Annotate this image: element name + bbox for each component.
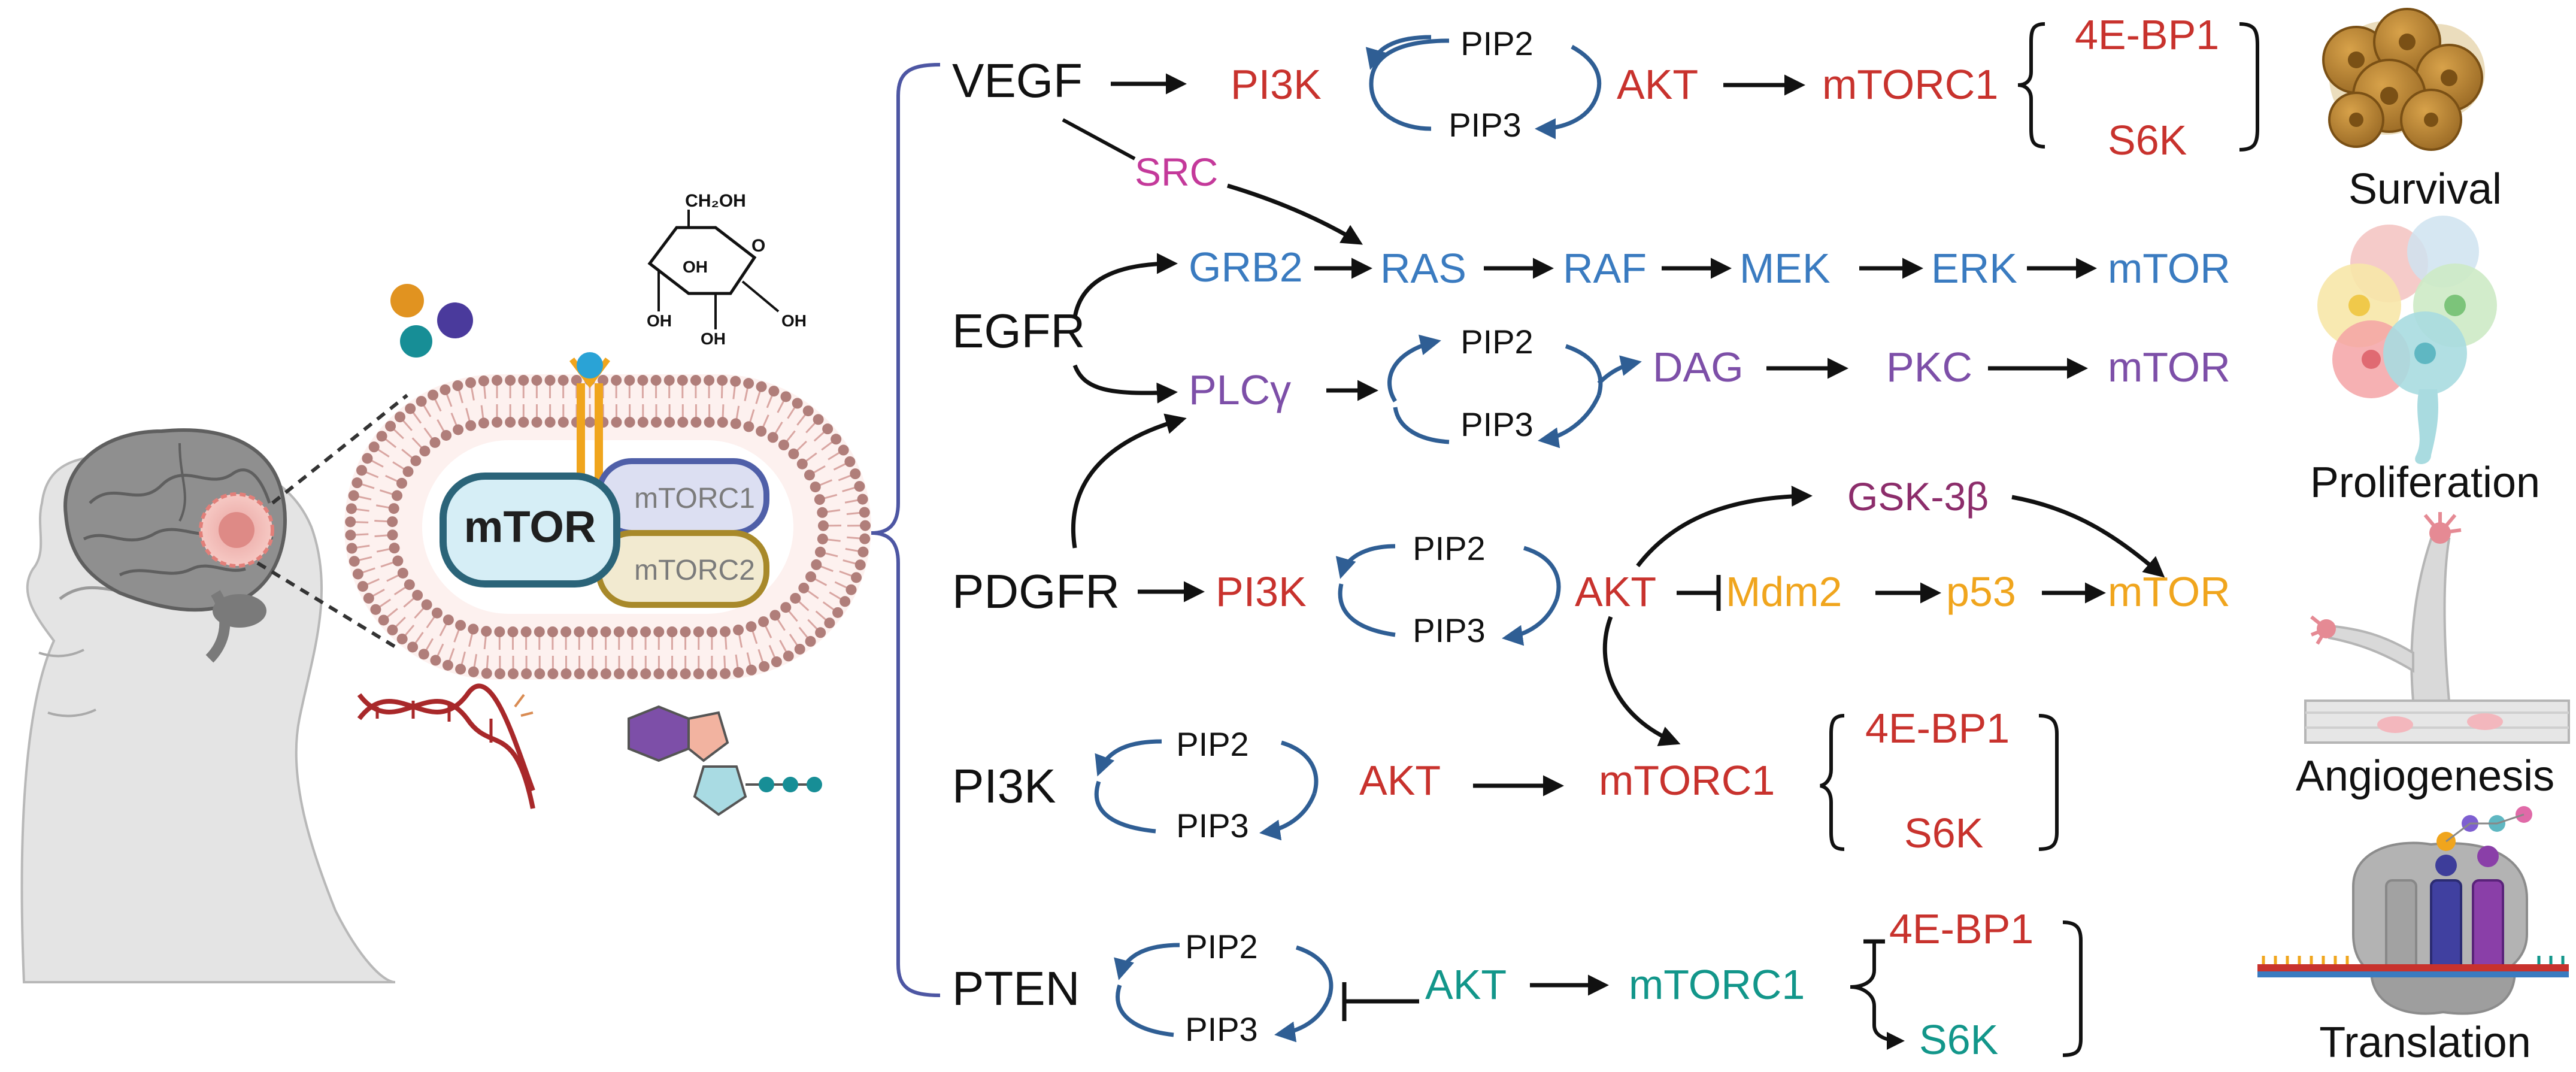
angiogenesis-label: Angiogenesis: [2296, 752, 2554, 800]
ribosome-translation-icon: [2257, 806, 2569, 1013]
pdgfr-mtor: mTOR: [2108, 568, 2230, 615]
pi3k-pip2: PIP2: [1176, 725, 1248, 763]
pdgfr-pip2: PIP2: [1413, 529, 1485, 567]
pdgfr-receptor: PDGFR: [952, 565, 1120, 618]
egfr-erk: ERK: [1931, 245, 2017, 292]
vegf-s6k: S6K: [2108, 117, 2187, 163]
survival-panel: Survival: [2323, 9, 2502, 213]
pdgfr-p53: p53: [1946, 568, 2016, 615]
pten-akt: AKT: [1425, 961, 1507, 1008]
egfr-ras: RAS: [1380, 245, 1466, 292]
mtorc1-cell-label: mTORC1: [634, 483, 755, 514]
mtor-complex: mTORC1 mTORC2 mTOR: [443, 461, 766, 605]
angiogenesis-panel: Angiogenesis: [2296, 512, 2569, 800]
egfr-pkc: PKC: [1886, 344, 1972, 390]
egfr-grb2: GRB2: [1189, 244, 1303, 290]
pten-pip2: PIP2: [1185, 928, 1257, 965]
translation-panel: Translation: [2257, 806, 2569, 1067]
egfr-receptor: EGFR: [952, 304, 1085, 358]
survival-label: Survival: [2348, 165, 2502, 213]
tumor-icon: [201, 494, 272, 566]
vegf-pip3: PIP3: [1448, 106, 1521, 144]
pten-pathway: PTEN PIP2 PIP3 AKT mTORC1 4E-BP1 S6K: [952, 906, 2081, 1063]
dna-helix-icon: [359, 686, 533, 808]
pten-receptor: PTEN: [952, 962, 1080, 1015]
pi3k-receptor: PI3K: [952, 759, 1056, 813]
pdgfr-gsk3b: GSK-3β: [1847, 474, 1989, 519]
vegf-4ebp1: 4E-BP1: [2075, 11, 2219, 58]
pi3k-pip3: PIP3: [1176, 807, 1248, 844]
proliferation-panel: Proliferation: [2310, 216, 2540, 507]
vegf-src: SRC: [1135, 150, 1218, 194]
pi3k-4ebp1: 4E-BP1: [1865, 705, 2010, 752]
human-head-illustration: [22, 395, 407, 982]
egfr-dag: DAG: [1653, 344, 1744, 390]
pdgfr-mdm2: Mdm2: [1726, 568, 1842, 615]
pdgfr-akt: AKT: [1575, 568, 1656, 615]
ligand-balls-icon: [390, 284, 473, 358]
pi3k-s6k: S6K: [1904, 810, 1983, 856]
egfr-raf: RAF: [1563, 245, 1647, 292]
pten-4ebp1: 4E-BP1: [1889, 906, 2033, 952]
svg-text:CH₂OH: CH₂OH: [685, 191, 746, 211]
pten-pip3: PIP3: [1185, 1010, 1257, 1048]
egfr-plcg: PLCγ: [1189, 367, 1291, 413]
pi3k-pathway: PI3K PIP2 PIP3 AKT mTORC1 4E-BP1 S6K: [952, 705, 2057, 856]
glucose-molecule-icon: CH₂OH O OH OH OH OH: [647, 191, 807, 348]
egfr-mtor-ras: mTOR: [2108, 245, 2230, 292]
blood-vessel-sprouting-icon: [2305, 512, 2569, 743]
egfr-mtor-plc: mTOR: [2108, 344, 2230, 390]
egfr-mek: MEK: [1739, 245, 1831, 292]
pi3k-akt: AKT: [1359, 757, 1441, 804]
proliferation-label: Proliferation: [2310, 459, 2540, 507]
tumor-cluster-icon: [2323, 9, 2485, 150]
proliferating-cells-icon: [2317, 216, 2497, 464]
pten-s6k: S6K: [1919, 1016, 1998, 1063]
egfr-pip3: PIP3: [1460, 405, 1533, 443]
vegf-receptor: VEGF: [952, 54, 1083, 107]
vegf-akt: AKT: [1617, 61, 1698, 108]
egfr-pip2: PIP2: [1460, 323, 1533, 361]
svg-text:OH: OH: [781, 311, 807, 330]
pi3k-mtorc1: mTORC1: [1599, 757, 1775, 804]
vegf-pi3k: PI3K: [1231, 61, 1322, 108]
pdgfr-pathway: PDGFR PI3K PIP2 PIP3 AKT GSK-3β Mdm2 p53…: [952, 419, 2230, 743]
mtorc2-cell-label: mTORC2: [634, 555, 755, 586]
svg-text:OH: OH: [701, 329, 726, 348]
svg-text:OH: OH: [683, 258, 708, 276]
svg-text:O: O: [751, 236, 765, 256]
egfr-pathway: EGFR GRB2 RAS RAF MEK ERK mTOR PLCγ PIP2…: [952, 244, 2230, 443]
pdgfr-pi3k: PI3K: [1216, 568, 1307, 615]
vegf-mtorc1: mTORC1: [1822, 61, 1998, 108]
vegf-pip2: PIP2: [1460, 25, 1533, 62]
translation-label: Translation: [2319, 1019, 2531, 1067]
pathway-bracket: [871, 65, 940, 995]
pten-mtorc1: mTORC1: [1629, 961, 1805, 1008]
mtor-cell-label: mTOR: [464, 502, 596, 552]
drug-molecule-icon: [629, 707, 822, 814]
svg-text:OH: OH: [647, 311, 672, 330]
vegf-pathway: VEGF PI3K PIP2 PIP3 AKT mTORC1 4E-BP1 S6…: [952, 11, 2257, 243]
pdgfr-pip3: PIP3: [1413, 611, 1485, 649]
